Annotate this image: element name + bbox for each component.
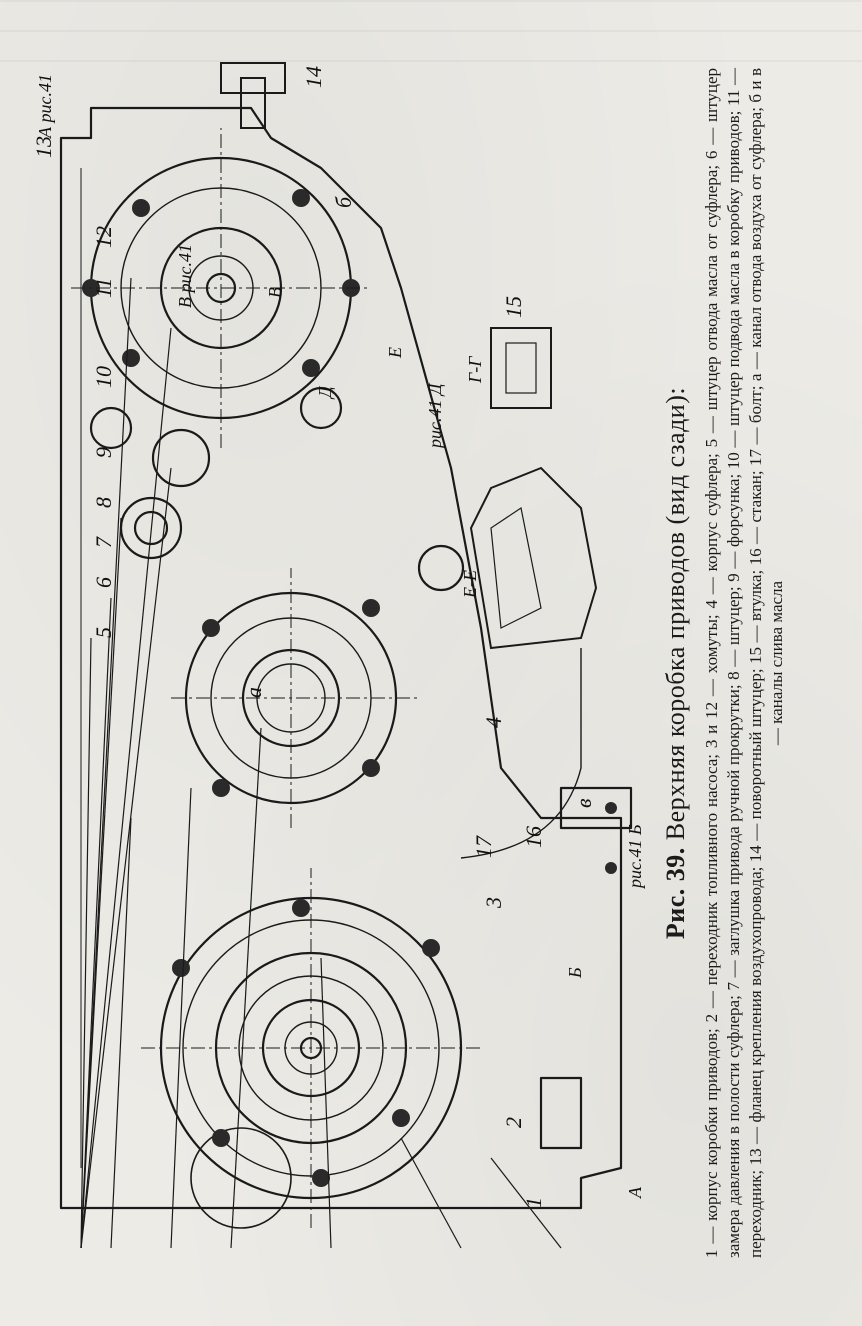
callout-11: 11	[91, 278, 116, 298]
callout-b: б	[331, 196, 356, 208]
technical-drawing: 1 2 3 4 5 6 7 8 9 10 11 12 13 14 15 16 1…	[31, 62, 645, 1249]
callout-6: 6	[91, 577, 116, 588]
section-d-ref: рис.41 Д	[425, 382, 445, 450]
section-b-mark: Б	[565, 967, 585, 979]
section-e-e-label: Е-Е	[460, 570, 480, 599]
caption-legend: 1 — корпус коробки приводов; 2 — переход…	[702, 68, 787, 1258]
callout-12: 12	[91, 226, 116, 248]
callout-1: 1	[521, 1197, 546, 1208]
callout-5: 5	[91, 627, 116, 638]
section-e-mark: Е	[385, 347, 405, 359]
callout-7: 7	[91, 536, 116, 548]
callout-4: 4	[481, 717, 506, 728]
caption-title: Верхняя коробка приводов (вид сзади):	[661, 386, 690, 841]
callout-15: 15	[501, 296, 526, 318]
bleed-through-text	[0, 0, 862, 90]
section-v-ref: В рис.41	[175, 244, 195, 308]
callout-17: 17	[471, 835, 496, 858]
section-g-g-label: Г-Г	[465, 356, 485, 384]
section-a-left: А	[625, 1186, 645, 1199]
section-g-g	[490, 327, 552, 409]
section-b-ref: рис.41 Б	[625, 824, 645, 890]
housing-outline	[59, 106, 623, 1210]
section-e-e	[469, 466, 598, 650]
callout-9: 9	[91, 447, 116, 458]
caption-title-line: Рис. 39. Верхняя коробка приводов (вид с…	[661, 58, 691, 1268]
rotated-figure-page: 1 2 3 4 5 6 7 8 9 10 11 12 13 14 15 16 1…	[21, 38, 841, 1288]
callout-8: 8	[91, 497, 116, 508]
callout-13: 13	[31, 136, 56, 158]
callout-16: 16	[521, 826, 546, 848]
callout-2: 2	[501, 1117, 526, 1128]
callout-a: а	[241, 687, 266, 698]
section-a-ref: А рис.41	[35, 74, 55, 139]
callout-14: 14	[301, 66, 326, 88]
caption-prefix: Рис. 39.	[661, 847, 690, 940]
section-v-mark: В	[265, 287, 285, 298]
callout-3: 3	[481, 897, 506, 909]
callout-v: в	[571, 798, 596, 808]
section-d-mark: Д	[315, 385, 335, 400]
callout-10: 10	[91, 366, 116, 388]
figure-caption: Рис. 39. Верхняя коробка приводов (вид с…	[661, 58, 788, 1268]
